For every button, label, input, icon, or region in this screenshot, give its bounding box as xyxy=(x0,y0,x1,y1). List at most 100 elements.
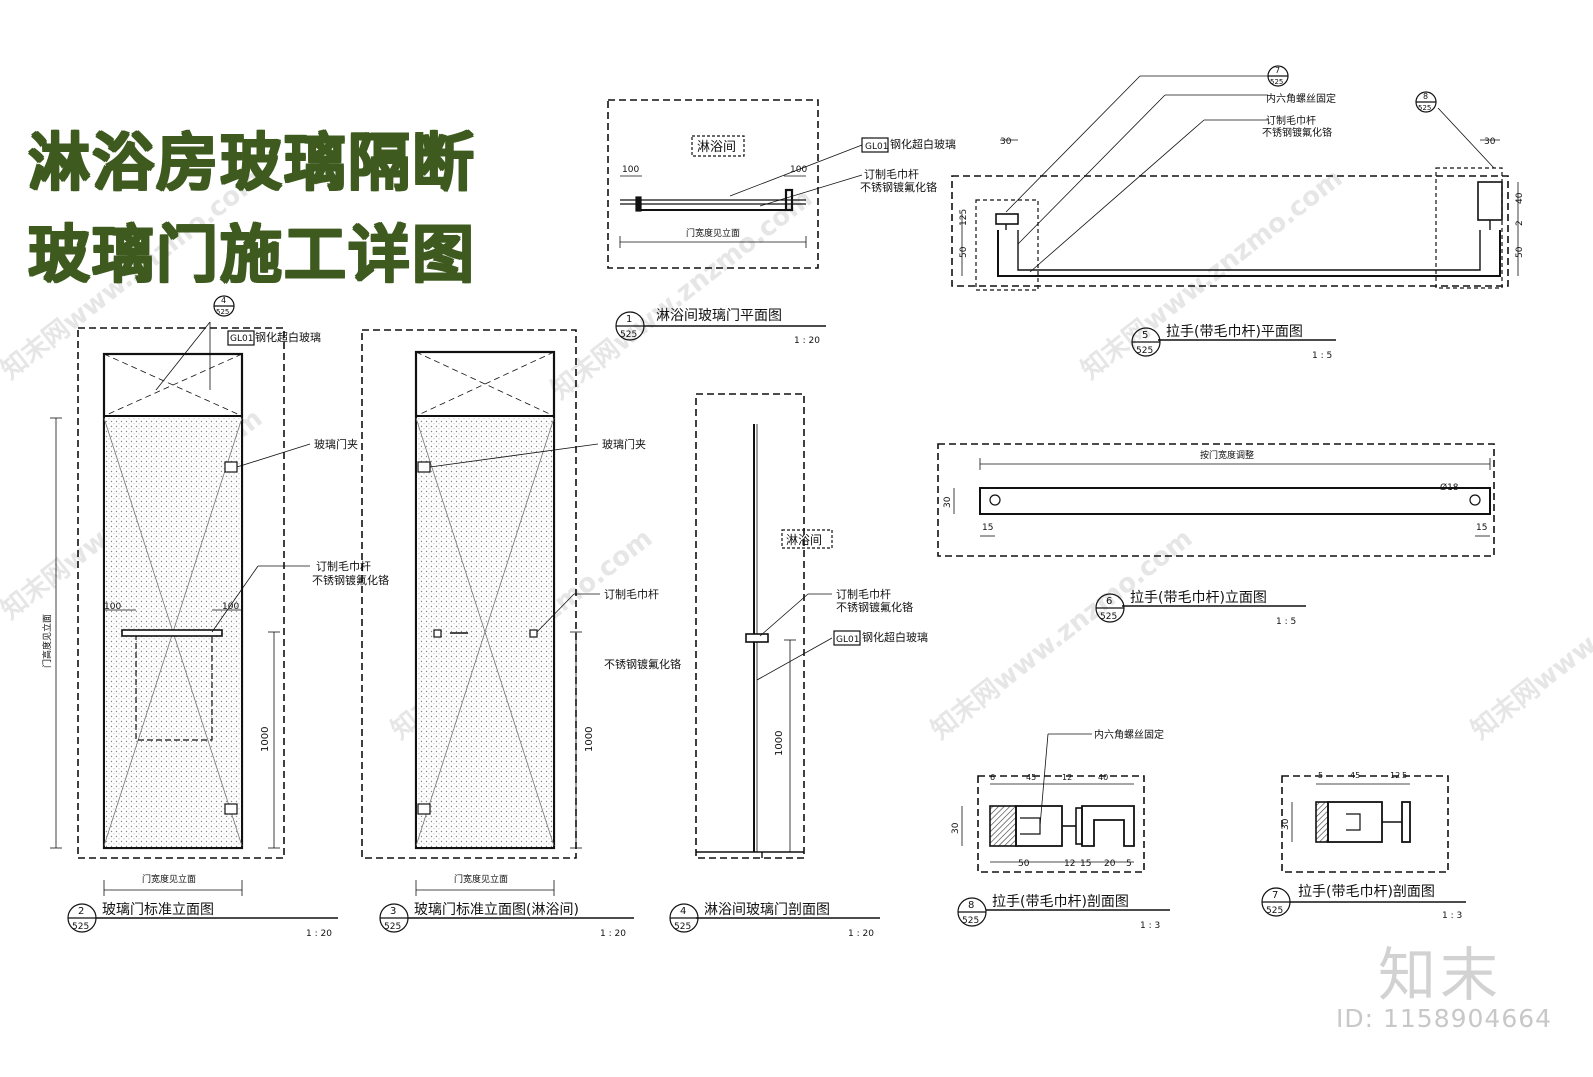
view-5-handle-plan xyxy=(951,75,1519,291)
view-scale: 1 : 20 xyxy=(794,336,820,346)
dim-1000: 1000 xyxy=(584,727,595,752)
dim-12: 12 xyxy=(1064,859,1075,869)
material-finish: 不锈钢镀氟化铬 xyxy=(1262,126,1332,139)
view-sheet: 525 xyxy=(674,922,691,932)
dim-15: 15 xyxy=(1476,523,1487,533)
view-scale: 1 : 3 xyxy=(1442,911,1462,921)
view-scale: 1 : 5 xyxy=(1312,351,1332,361)
view-number: 7 xyxy=(1272,890,1278,901)
material-finish: 不锈钢镀氟化铬 xyxy=(604,657,681,671)
dim-45: 45 xyxy=(1350,771,1360,780)
page-title-line2: 玻璃门施工详图 xyxy=(28,218,477,291)
view-number: 8 xyxy=(968,900,974,911)
view-title: 淋浴间玻璃门平面图 xyxy=(656,307,782,324)
view-number: 3 xyxy=(390,906,396,917)
dim-125: 125 xyxy=(959,209,969,226)
view-number: 5 xyxy=(1142,330,1148,341)
dim-100: 100 xyxy=(790,165,807,175)
view-title: 拉手(带毛巾杆)立面图 xyxy=(1130,590,1267,606)
page-title-line1: 淋浴房玻璃隔断 xyxy=(28,126,477,199)
dim-30: 30 xyxy=(943,496,953,508)
dim-6: 6 xyxy=(990,773,995,782)
view-scale: 1 : 3 xyxy=(1140,921,1160,931)
view-title: 拉手(带毛巾杆)剖面图 xyxy=(992,894,1129,910)
callout-number: 7 xyxy=(1275,66,1280,75)
dim-40: 40 xyxy=(1515,192,1525,204)
label-shower-room: 淋浴间 xyxy=(697,140,736,155)
dim-30: 30 xyxy=(1000,137,1012,147)
view-sheet: 525 xyxy=(384,922,401,932)
dim-12: 12 xyxy=(1390,771,1400,780)
view-8-handle-section xyxy=(961,733,1145,873)
dim-1000: 1000 xyxy=(260,727,271,752)
material-glass: 钢化超白玻璃 xyxy=(890,137,956,151)
material-code: GL01 xyxy=(836,635,859,645)
dim-door-width: 门宽度见立面 xyxy=(454,873,508,885)
view-number: 2 xyxy=(78,906,84,917)
dim-15: 15 xyxy=(982,523,993,533)
material-code: GL01 xyxy=(865,142,888,152)
view-scale: 1 : 20 xyxy=(306,929,332,939)
view-2-elevation xyxy=(50,321,311,896)
material-glass: 钢化超白玻璃 xyxy=(255,330,321,344)
dim-40: 40 xyxy=(1098,773,1108,782)
view-1-plan xyxy=(607,99,889,269)
callout-sheet: 525 xyxy=(1270,78,1283,86)
dim-door-height: 门高度见立面 xyxy=(41,614,53,668)
material-towel-bar: 订制毛巾杆 xyxy=(316,559,371,573)
dim-door-width: 门宽度见立面 xyxy=(142,873,196,885)
dim-5: 5 xyxy=(1402,771,1407,780)
view-sheet: 525 xyxy=(1266,906,1283,916)
watermark-text: 知末网www.znzmo.com xyxy=(546,183,818,405)
callout-sheet: 525 xyxy=(1418,104,1431,112)
view-title-lines xyxy=(96,325,1466,919)
view-scale: 1 : 5 xyxy=(1276,617,1296,627)
view-number: 4 xyxy=(680,906,686,917)
view-title: 玻璃门标准立面图 xyxy=(102,901,214,918)
dim-100: 100 xyxy=(104,602,121,612)
dim-50: 50 xyxy=(959,246,969,258)
dim-5: 5 xyxy=(1318,771,1323,780)
dim-30: 30 xyxy=(1484,137,1496,147)
material-glass: 钢化超白玻璃 xyxy=(862,630,928,644)
material-screw: 内六角螺丝固定 xyxy=(1266,92,1336,105)
dim-45: 45 xyxy=(1026,773,1036,782)
view-number: 1 xyxy=(626,314,632,325)
material-clip: 玻璃门夹 xyxy=(314,437,358,451)
dim-door-width: 门宽度见立面 xyxy=(686,227,740,239)
dim-50: 50 xyxy=(1515,246,1525,258)
material-clip: 玻璃门夹 xyxy=(602,437,646,451)
dim-30: 30 xyxy=(1281,818,1291,830)
view-title: 拉手(带毛巾杆)剖面图 xyxy=(1298,884,1435,900)
view-6-handle-elevation xyxy=(937,443,1495,557)
drawing-text: 淋浴间 GL01 钢化超白玻璃 订制毛巾杆 不锈钢镀氟化铬 100 100 门宽… xyxy=(41,66,1525,939)
dim-12: 12 xyxy=(1062,773,1072,782)
callout-number: 4 xyxy=(221,296,226,305)
dim-site-width: 按门宽度调整 xyxy=(1200,449,1254,461)
view-scale: 1 : 20 xyxy=(848,929,874,939)
callout-sheet: 525 xyxy=(216,308,229,316)
dim-diameter: Ø18 xyxy=(1440,482,1459,493)
callout-number: 8 xyxy=(1423,92,1428,101)
dim-100: 100 xyxy=(222,602,239,612)
view-circles xyxy=(67,65,1437,933)
material-finish: 不锈钢镀氟化铬 xyxy=(312,573,389,587)
dim-5: 5 xyxy=(1126,859,1132,869)
material-towel-bar: 订制毛巾杆 xyxy=(836,587,891,601)
material-finish: 不锈钢镀氟化铬 xyxy=(860,180,937,194)
dim-2: 2 xyxy=(1515,220,1525,226)
dim-100: 100 xyxy=(622,165,639,175)
watermark-id: ID: 1158904664 xyxy=(1336,1004,1553,1033)
dim-20: 20 xyxy=(1104,859,1116,869)
view-3-elevation xyxy=(361,329,600,896)
dim-50: 50 xyxy=(1018,859,1030,869)
view-number: 6 xyxy=(1106,596,1112,607)
view-title: 玻璃门标准立面图(淋浴间) xyxy=(414,901,579,918)
material-towel-bar: 订制毛巾杆 xyxy=(1266,114,1316,127)
dim-15: 15 xyxy=(1080,859,1091,869)
view-title: 拉手(带毛巾杆)平面图 xyxy=(1166,324,1303,340)
dim-30: 30 xyxy=(951,822,961,834)
label-shower-room: 淋浴间 xyxy=(786,533,822,547)
material-towel-bar: 订制毛巾杆 xyxy=(864,167,919,181)
material-finish: 不锈钢镀氟化铬 xyxy=(836,600,913,614)
